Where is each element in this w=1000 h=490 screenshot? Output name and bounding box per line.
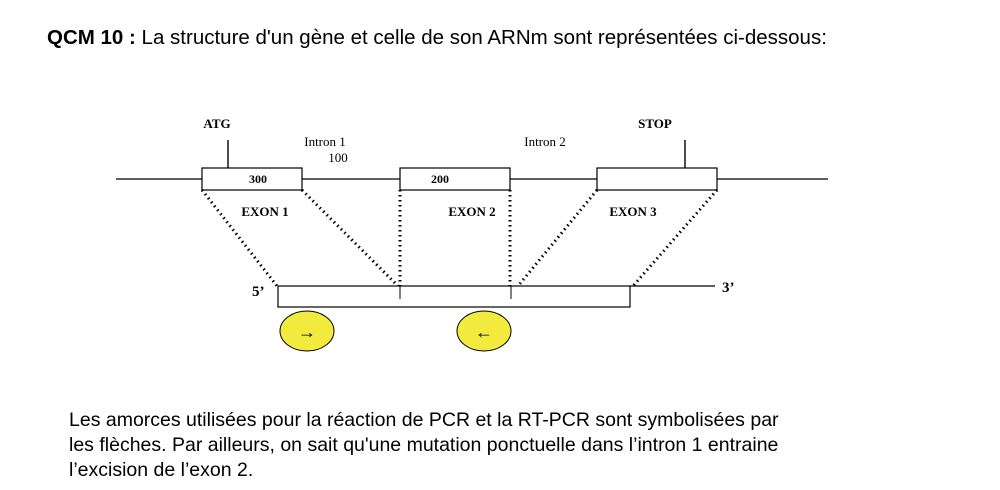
mrna-5-end-label: 5’ xyxy=(252,284,265,300)
atg-label: ATG xyxy=(203,116,230,131)
mrna-3-end-label: 3’ xyxy=(722,280,735,296)
explanation-line-2: les flèches. Par ailleurs, on sait qu'un… xyxy=(69,434,779,456)
mrna-box xyxy=(277,285,631,308)
intron1-length: 100 xyxy=(328,150,348,165)
splicing-dotted-lines xyxy=(200,188,719,288)
exon1-box xyxy=(201,167,303,191)
reverse-primer-arrow-icon: ← xyxy=(475,322,493,342)
gene-mrna-diagram: ATG STOP Intron 1 100 Intron 2 300 200 E… xyxy=(116,116,828,352)
intron2-label: Intron 2 xyxy=(524,134,566,149)
stop-label: STOP xyxy=(638,116,672,131)
question-number: QCM 10 : xyxy=(47,26,136,49)
explanation-line-3: l’excision de l’exon 2. xyxy=(69,459,254,481)
question-text: La structure d'un gène et celle de son A… xyxy=(135,26,827,49)
forward-primer-arrow-icon: → xyxy=(298,322,316,342)
exon2-label: EXON 2 xyxy=(448,204,495,219)
reverse-primer xyxy=(456,310,512,352)
exon2-length: 200 xyxy=(431,172,449,186)
explanation-text: Les amorces utilisées pour la réaction d… xyxy=(69,408,949,483)
explanation-line-1: Les amorces utilisées pour la réaction d… xyxy=(69,409,779,431)
intron1-label: Intron 1 xyxy=(304,134,346,149)
exon3-box xyxy=(596,167,718,191)
exon1-length: 300 xyxy=(249,172,267,186)
forward-primer xyxy=(279,310,335,352)
question-heading: QCM 10 : La structure d'un gène et celle… xyxy=(47,26,827,50)
exon1-label: EXON 1 xyxy=(241,204,288,219)
exon2-box xyxy=(399,167,511,191)
exon3-label: EXON 3 xyxy=(609,204,657,219)
